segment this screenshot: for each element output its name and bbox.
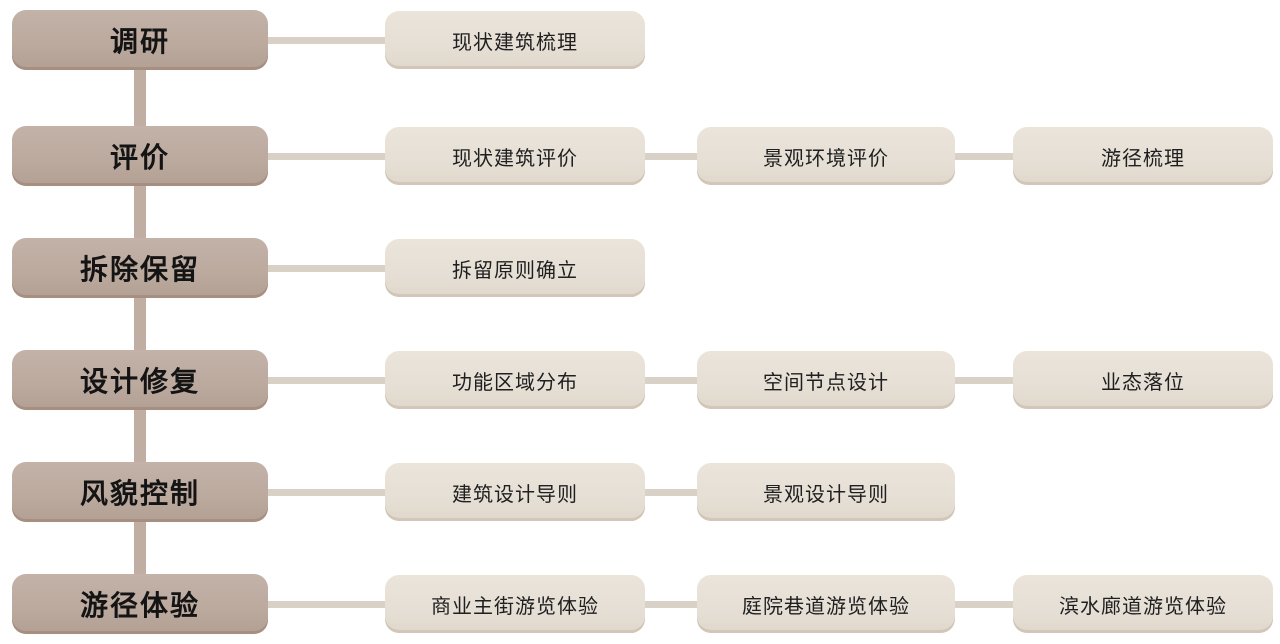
item-label: 商业主街游览体验 — [431, 595, 599, 618]
stage-label: 评价 — [109, 142, 170, 173]
stage-label: 设计修复 — [79, 366, 200, 397]
item-label: 滨水廊道游览体验 — [1059, 595, 1227, 618]
connector-line — [258, 489, 398, 496]
item-label: 景观环境评价 — [763, 147, 889, 170]
stage-label: 游径体验 — [79, 590, 200, 621]
connector-line — [635, 601, 707, 608]
stage-box: 评价 — [12, 126, 268, 186]
connector-line — [258, 37, 398, 44]
connector-line — [635, 153, 707, 160]
stage-box: 设计修复 — [12, 350, 268, 410]
item-box: 建筑设计导则 — [385, 463, 645, 521]
item-box: 景观设计导则 — [697, 463, 955, 521]
flow-row-path-experience: 游径体验 商业主街游览体验 庭院巷道游览体验 滨水廊道游览体验 — [0, 574, 1280, 634]
item-label: 现状建筑评价 — [452, 147, 578, 170]
stage-box: 拆除保留 — [12, 238, 268, 298]
item-label: 游径梳理 — [1101, 147, 1185, 170]
stage-box: 风貌控制 — [12, 462, 268, 522]
stage-label: 拆除保留 — [79, 254, 200, 285]
item-box: 拆留原则确立 — [385, 239, 645, 297]
connector-line — [635, 489, 707, 496]
item-label: 建筑设计导则 — [452, 483, 578, 506]
connector-line — [258, 265, 398, 272]
connector-line — [258, 153, 398, 160]
item-box: 商业主街游览体验 — [385, 575, 645, 633]
item-box: 空间节点设计 — [697, 351, 955, 409]
item-label: 拆留原则确立 — [452, 259, 578, 282]
stage-box: 游径体验 — [12, 574, 268, 634]
flow-row-demolition-retention: 拆除保留 拆留原则确立 — [0, 238, 1280, 298]
connector-line — [635, 377, 707, 384]
item-label: 空间节点设计 — [763, 371, 889, 394]
flow-row-survey: 调研 现状建筑梳理 — [0, 10, 1280, 70]
item-label: 现状建筑梳理 — [452, 31, 578, 54]
item-box: 景观环境评价 — [697, 127, 955, 185]
stage-label: 风貌控制 — [79, 478, 200, 509]
item-label: 庭院巷道游览体验 — [742, 595, 910, 618]
connector-line — [258, 377, 398, 384]
item-box: 现状建筑评价 — [385, 127, 645, 185]
item-box: 功能区域分布 — [385, 351, 645, 409]
item-label: 功能区域分布 — [452, 371, 578, 394]
item-box: 业态落位 — [1013, 351, 1273, 409]
item-box: 现状建筑梳理 — [385, 11, 645, 69]
stage-box: 调研 — [12, 10, 268, 70]
item-box: 滨水廊道游览体验 — [1013, 575, 1273, 633]
connector-line — [258, 601, 398, 608]
flow-row-style-control: 风貌控制 建筑设计导则 景观设计导则 — [0, 462, 1280, 522]
item-box: 游径梳理 — [1013, 127, 1273, 185]
connector-line — [945, 153, 1023, 160]
stage-label: 调研 — [109, 26, 170, 57]
connector-line — [945, 601, 1023, 608]
flow-row-evaluation: 评价 现状建筑评价 景观环境评价 游径梳理 — [0, 126, 1280, 186]
connector-line — [945, 377, 1023, 384]
flow-row-design-restoration: 设计修复 功能区域分布 空间节点设计 业态落位 — [0, 350, 1280, 410]
item-box: 庭院巷道游览体验 — [697, 575, 955, 633]
item-label: 景观设计导则 — [763, 483, 889, 506]
item-label: 业态落位 — [1101, 371, 1185, 394]
